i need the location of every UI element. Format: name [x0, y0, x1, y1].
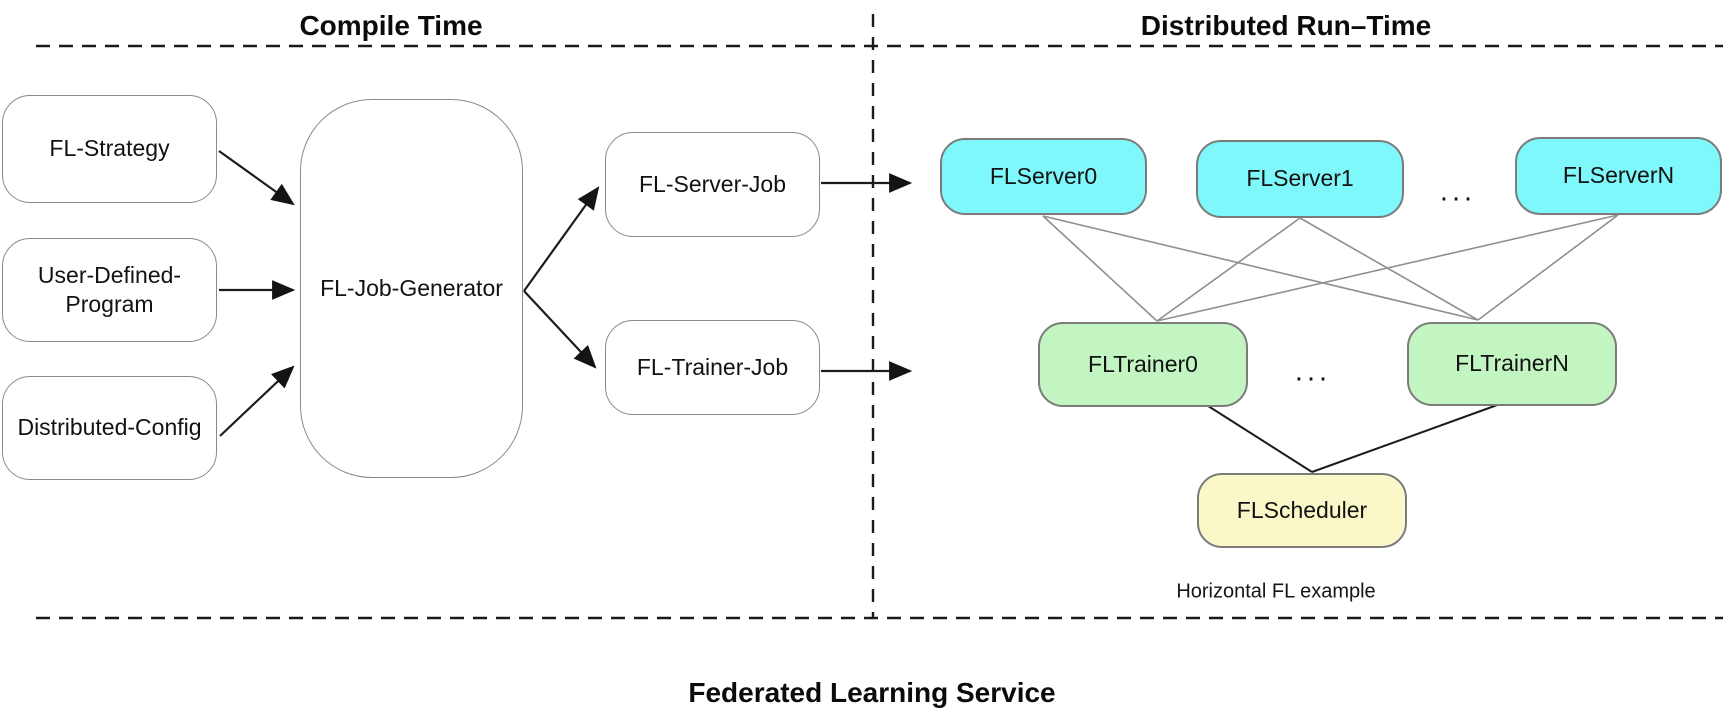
link-server1-trainerN — [1299, 217, 1479, 321]
server-row-ellipsis: ... — [1439, 175, 1477, 208]
horizontal-fl-caption: Horizontal FL example — [1176, 580, 1376, 603]
node-fl-server-job-label: FL-Server-Job — [639, 170, 786, 197]
arrow-strategy-to-generator — [218, 150, 295, 206]
trainer-row-ellipsis: ... — [1294, 355, 1332, 388]
arrow-config-to-generator — [219, 365, 295, 437]
node-fl-trainer-job-label: FL-Trainer-Job — [636, 353, 789, 380]
node-fl-job-generator: FL-Job-Generator — [300, 99, 523, 478]
server-trainer-links — [1042, 214, 1619, 322]
node-fl-strategy: FL-Strategy — [2, 95, 217, 203]
node-fl-server-1-label: FLServer1 — [1246, 165, 1354, 192]
node-fl-server-n: FLServerN — [1515, 137, 1722, 215]
node-fl-server-0-label: FLServer0 — [989, 162, 1098, 189]
node-user-defined-program: User-Defined- Program — [2, 238, 217, 342]
node-fl-job-generator-label: FL-Job-Generator — [320, 274, 503, 301]
node-fl-server-job: FL-Server-Job — [605, 132, 820, 237]
arrow-generator-to-trainerjob — [523, 290, 597, 369]
node-distributed-config: Distributed-Config — [2, 376, 217, 480]
distributed-runtime-title: Distributed Run–Time — [1140, 10, 1432, 41]
link-trainerN-scheduler — [1311, 403, 1501, 473]
link-server0-trainerN — [1042, 215, 1479, 321]
link-server1-trainer0 — [1156, 217, 1301, 322]
node-fl-scheduler-label: FLScheduler — [1236, 496, 1368, 523]
node-fl-server-1: FLServer1 — [1196, 140, 1404, 218]
footer-title: Federated Learning Service — [688, 677, 1056, 708]
node-user-defined-program-label: User-Defined- Program — [37, 261, 182, 317]
node-fl-trainer-0: FLTrainer0 — [1038, 322, 1248, 407]
flow-arrows — [218, 150, 913, 437]
arrow-generator-to-serverjob — [523, 186, 600, 292]
node-fl-strategy-label: FL-Strategy — [49, 135, 170, 162]
link-serverN-trainer0 — [1156, 214, 1619, 322]
node-fl-server-0: FLServer0 — [940, 138, 1147, 215]
link-serverN-trainerN — [1477, 214, 1619, 321]
node-fl-trainer-job: FL-Trainer-Job — [605, 320, 820, 415]
node-distributed-config-label: Distributed-Config — [17, 414, 202, 441]
compile-time-title: Compile Time — [299, 10, 483, 41]
link-server0-trainer0 — [1042, 215, 1158, 322]
node-fl-trainer-0-label: FLTrainer0 — [1088, 350, 1198, 377]
node-fl-trainer-n: FLTrainerN — [1407, 322, 1617, 406]
link-trainer0-scheduler — [1204, 403, 1313, 473]
trainer-scheduler-links — [1204, 403, 1501, 473]
node-fl-scheduler: FLScheduler — [1197, 473, 1407, 548]
node-fl-server-n-label: FLServerN — [1562, 162, 1675, 189]
node-fl-trainer-n-label: FLTrainerN — [1455, 350, 1569, 377]
